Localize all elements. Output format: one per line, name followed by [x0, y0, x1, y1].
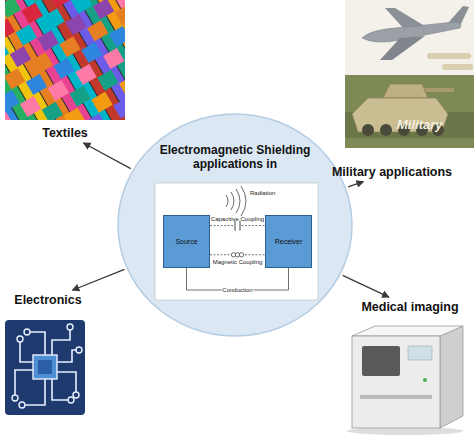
trace [57, 350, 78, 362]
plane-wing [380, 36, 425, 60]
application-name: Medical imaging [352, 298, 468, 316]
tank-turret [383, 84, 428, 98]
capacitor-gap [234, 221, 241, 231]
machine-top [352, 326, 463, 336]
capacitor-plate [240, 221, 241, 231]
speed-line [430, 53, 468, 59]
scanner-image [347, 326, 463, 435]
textile-image [5, 0, 125, 120]
pad [12, 395, 18, 401]
coil-loop [239, 253, 243, 257]
application-label: Medical imaging [352, 298, 468, 316]
application-name: Electronics [6, 291, 90, 309]
radiation-waves [226, 186, 246, 216]
coupling-label: Conduction [221, 287, 253, 294]
application-name: Textiles [28, 124, 102, 142]
block-box: Receiver [265, 215, 312, 268]
pad [17, 336, 23, 342]
block-name: Receiver [275, 238, 303, 246]
wave [231, 192, 234, 210]
block-box: Source [163, 215, 210, 268]
tank-wheel [380, 124, 392, 136]
application-arrow [72, 269, 124, 290]
trace [15, 370, 33, 395]
coupling-label: Radiation [250, 190, 275, 197]
image-caption: Military [397, 117, 443, 132]
machine-side [440, 326, 463, 428]
block-name: Source [175, 238, 197, 246]
pad [67, 324, 73, 330]
yarn [5, 59, 125, 120]
chip [33, 355, 57, 379]
capacitor-plate [235, 221, 236, 231]
machine-slot [360, 395, 432, 399]
wave [236, 189, 240, 213]
circuit-board [5, 320, 85, 415]
inductor-symbol [231, 253, 243, 257]
tank-wheel [362, 124, 374, 136]
application-arrow [83, 143, 130, 169]
application-label: Military applications [322, 163, 462, 181]
machine-window [408, 346, 432, 360]
application-name: Military applications [322, 163, 462, 181]
circuit-traces [15, 330, 78, 405]
pad [76, 347, 82, 353]
yarn [5, 45, 125, 120]
wave [241, 186, 246, 216]
ground-panel [345, 75, 474, 148]
speed-line [445, 64, 470, 70]
pad [73, 392, 79, 398]
sky-panel [345, 0, 474, 75]
application-label: Electronics [6, 291, 90, 309]
application-label: Textiles [28, 124, 102, 142]
wave [226, 195, 228, 207]
coupling-label: Capacitive Coupling [210, 215, 265, 222]
pad [24, 329, 30, 335]
trace [52, 330, 70, 355]
pad [68, 397, 74, 403]
chip-core [38, 360, 52, 374]
trace-pads [12, 324, 82, 408]
application-arrow [343, 275, 389, 297]
machine-screen [362, 346, 400, 376]
yarn [5, 73, 125, 120]
circuit-image [5, 320, 85, 415]
trace [25, 379, 45, 405]
trace [52, 379, 68, 400]
inset-panel [155, 183, 318, 300]
military-image [345, 0, 474, 148]
trace [57, 372, 76, 392]
yarn [8, 87, 125, 120]
coupling-label: Magnetic Coupling [212, 259, 264, 266]
hub-title: Electromagnetic Shielding applications i… [149, 143, 321, 171]
yarn-weave [5, 0, 125, 120]
application-arrow [348, 182, 363, 187]
trace [30, 332, 45, 355]
pad [19, 402, 25, 408]
machine-front [352, 336, 440, 428]
hub-ellipse-shape [118, 114, 352, 336]
trace [20, 342, 33, 362]
status-light [423, 378, 427, 382]
